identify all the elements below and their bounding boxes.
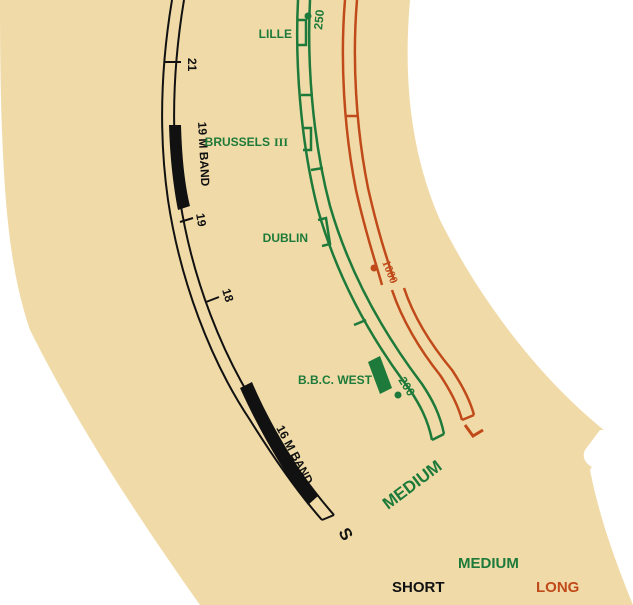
short-mark-18: 18	[219, 287, 236, 304]
legend-long: LONG	[536, 579, 579, 596]
bracket-lille	[298, 18, 308, 47]
short-band-19m	[169, 125, 190, 210]
long-end-l-mark	[463, 424, 484, 438]
legend-short: SHORT	[392, 579, 445, 596]
short-end-cap	[321, 514, 335, 521]
medium-end-cap	[431, 432, 445, 442]
long-scale-inner-line	[353, 0, 476, 416]
legend-medium: MEDIUM	[458, 555, 519, 572]
medium-dot-250	[304, 12, 312, 20]
medium-station-brackets	[298, 18, 332, 248]
medium-dot-200	[394, 391, 402, 399]
short-band-16m	[240, 382, 318, 505]
long-scale	[341, 0, 476, 422]
short-scale-outer-line	[161, 0, 323, 521]
station-lille: LILLE	[259, 27, 292, 41]
short-tick-19	[179, 217, 194, 223]
medium-tick-b	[310, 166, 324, 172]
short-mark-19: 19	[193, 212, 209, 228]
bracket-brussels	[303, 126, 313, 152]
dial-notch	[583, 430, 633, 470]
medium-band-bbc-west	[368, 356, 392, 394]
bracket-dublin	[317, 216, 332, 248]
medium-scale	[295, 0, 446, 442]
medium-scale-outer-line	[295, 0, 434, 441]
station-brussels-numeral: III	[274, 135, 288, 149]
short-band-19m-label: 19 M BAND	[195, 121, 212, 187]
long-dot-1000	[370, 264, 378, 272]
station-dublin: DUBLIN	[263, 231, 308, 245]
medium-tick-c	[353, 318, 367, 327]
long-scale-outer-line	[341, 0, 464, 421]
long-end-cap	[461, 413, 475, 422]
medium-scale-inner-line	[307, 0, 446, 435]
medium-mark-250: 250	[311, 9, 327, 31]
station-bbc-west: B.B.C. WEST	[298, 373, 373, 387]
station-brussels: BRUSSELS	[205, 135, 270, 149]
short-tick-18	[205, 296, 220, 303]
short-mark-21: 21	[185, 58, 199, 72]
